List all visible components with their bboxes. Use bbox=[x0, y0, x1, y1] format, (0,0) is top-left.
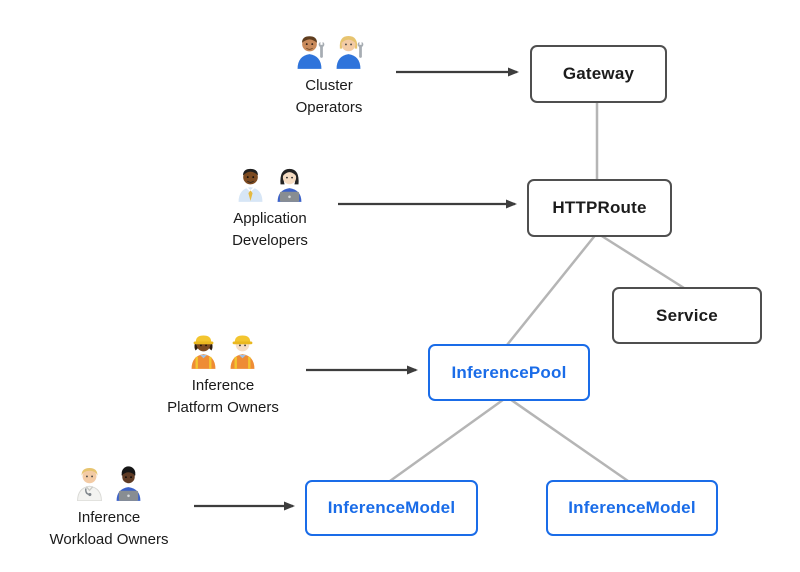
node-service-label: Service bbox=[656, 305, 718, 325]
application-developers-label-line1: Application bbox=[233, 210, 307, 227]
woman-mechanic-icon bbox=[336, 36, 364, 69]
woman-construction-worker-icon bbox=[191, 335, 216, 369]
node-inference-model-right: InferenceModel bbox=[546, 480, 718, 536]
edge-httproute-inferencepool bbox=[506, 232, 598, 346]
man-technologist-dark-icon bbox=[116, 466, 141, 501]
node-gateway: Gateway bbox=[530, 45, 667, 103]
node-inference-model-left: InferenceModel bbox=[305, 480, 478, 536]
inference-workload-owners-label-line1: Inference bbox=[77, 509, 141, 526]
node-httproute-label: HTTPRoute bbox=[552, 198, 647, 217]
edge-httproute-service bbox=[596, 231, 685, 290]
woman-technologist-icon bbox=[277, 168, 302, 202]
node-gateway-label: Gateway bbox=[562, 64, 635, 83]
inference-workload-owners-icons bbox=[73, 464, 145, 501]
inference-platform-owners-icons bbox=[187, 332, 259, 369]
man-construction-worker-icon bbox=[230, 335, 255, 369]
actor-inference-platform-owners: Inference Platform Owners bbox=[143, 332, 303, 419]
node-inference-pool-label: InferencePool bbox=[451, 362, 567, 382]
cluster-operators-icons bbox=[293, 32, 365, 69]
actor-application-developers: Application Developers bbox=[200, 165, 340, 252]
node-inference-model-left-label: InferenceModel bbox=[327, 498, 456, 517]
cluster-operators-label-line1: Cluster bbox=[305, 77, 353, 94]
edge-inferencepool-inferencemodel-right bbox=[506, 395, 629, 483]
cluster-operators-label-line2: Operators bbox=[295, 99, 363, 116]
health-worker-icon bbox=[77, 468, 102, 501]
application-developers-label-line2: Developers bbox=[232, 232, 308, 249]
node-inference-pool: InferencePool bbox=[428, 344, 590, 401]
actor-cluster-operators: Cluster Operators bbox=[259, 32, 399, 119]
man-office-worker-icon bbox=[238, 168, 263, 202]
node-httproute: HTTPRoute bbox=[527, 179, 672, 237]
actor-inference-workload-owners: Inference Workload Owners bbox=[19, 464, 199, 551]
inference-workload-owners-label-line2: Workload Owners bbox=[49, 531, 169, 548]
node-service: Service bbox=[612, 287, 762, 344]
application-developers-icons bbox=[234, 165, 306, 202]
edge-inferencepool-inferencemodel-left bbox=[389, 395, 508, 483]
man-mechanic-icon bbox=[297, 36, 325, 69]
inference-platform-owners-label-line2: Platform Owners bbox=[167, 399, 279, 416]
inference-platform-owners-label-line1: Inference bbox=[191, 377, 255, 394]
node-inference-model-right-label: InferenceModel bbox=[568, 498, 696, 517]
